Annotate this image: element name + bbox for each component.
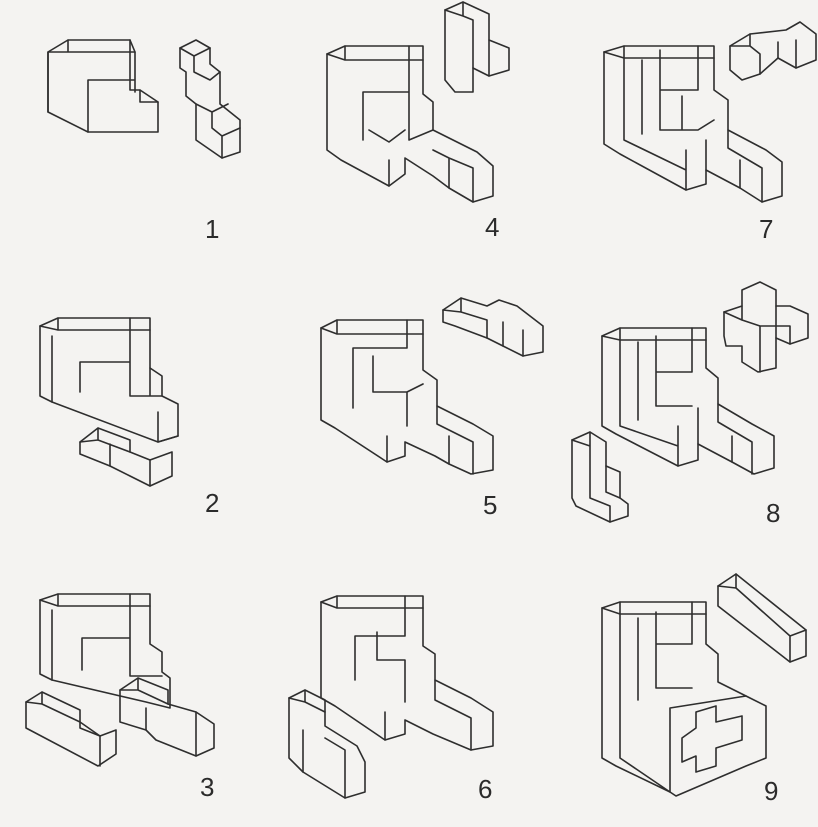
figure-number: 3 xyxy=(200,774,214,800)
figure-4: 4 xyxy=(273,0,545,275)
figure-2: 2 xyxy=(0,276,272,551)
puzzle-step-2-icon xyxy=(0,276,272,551)
puzzle-step-5-icon xyxy=(273,276,545,551)
figure-5: 5 xyxy=(273,276,545,551)
figure-8: 8 xyxy=(546,276,818,551)
figure-number: 5 xyxy=(483,492,497,518)
figure-number: 2 xyxy=(205,490,219,516)
figure-number: 7 xyxy=(759,216,773,242)
puzzle-step-4-icon xyxy=(273,0,545,275)
figure-number: 8 xyxy=(766,500,780,526)
figure-9: 9 xyxy=(546,552,818,827)
figure-number: 1 xyxy=(205,216,219,242)
puzzle-step-3-icon xyxy=(0,552,272,827)
figure-number: 9 xyxy=(764,778,778,804)
puzzle-step-6-icon xyxy=(273,552,545,827)
figure-6: 6 xyxy=(273,552,545,827)
puzzle-step-1-icon xyxy=(0,0,272,275)
figure-3: 3 xyxy=(0,552,272,827)
figure-number: 6 xyxy=(478,776,492,802)
puzzle-step-7-icon xyxy=(546,0,818,275)
figure-number: 4 xyxy=(485,214,499,240)
figure-7: 7 xyxy=(546,0,818,275)
figure-1: 1 xyxy=(0,0,272,275)
